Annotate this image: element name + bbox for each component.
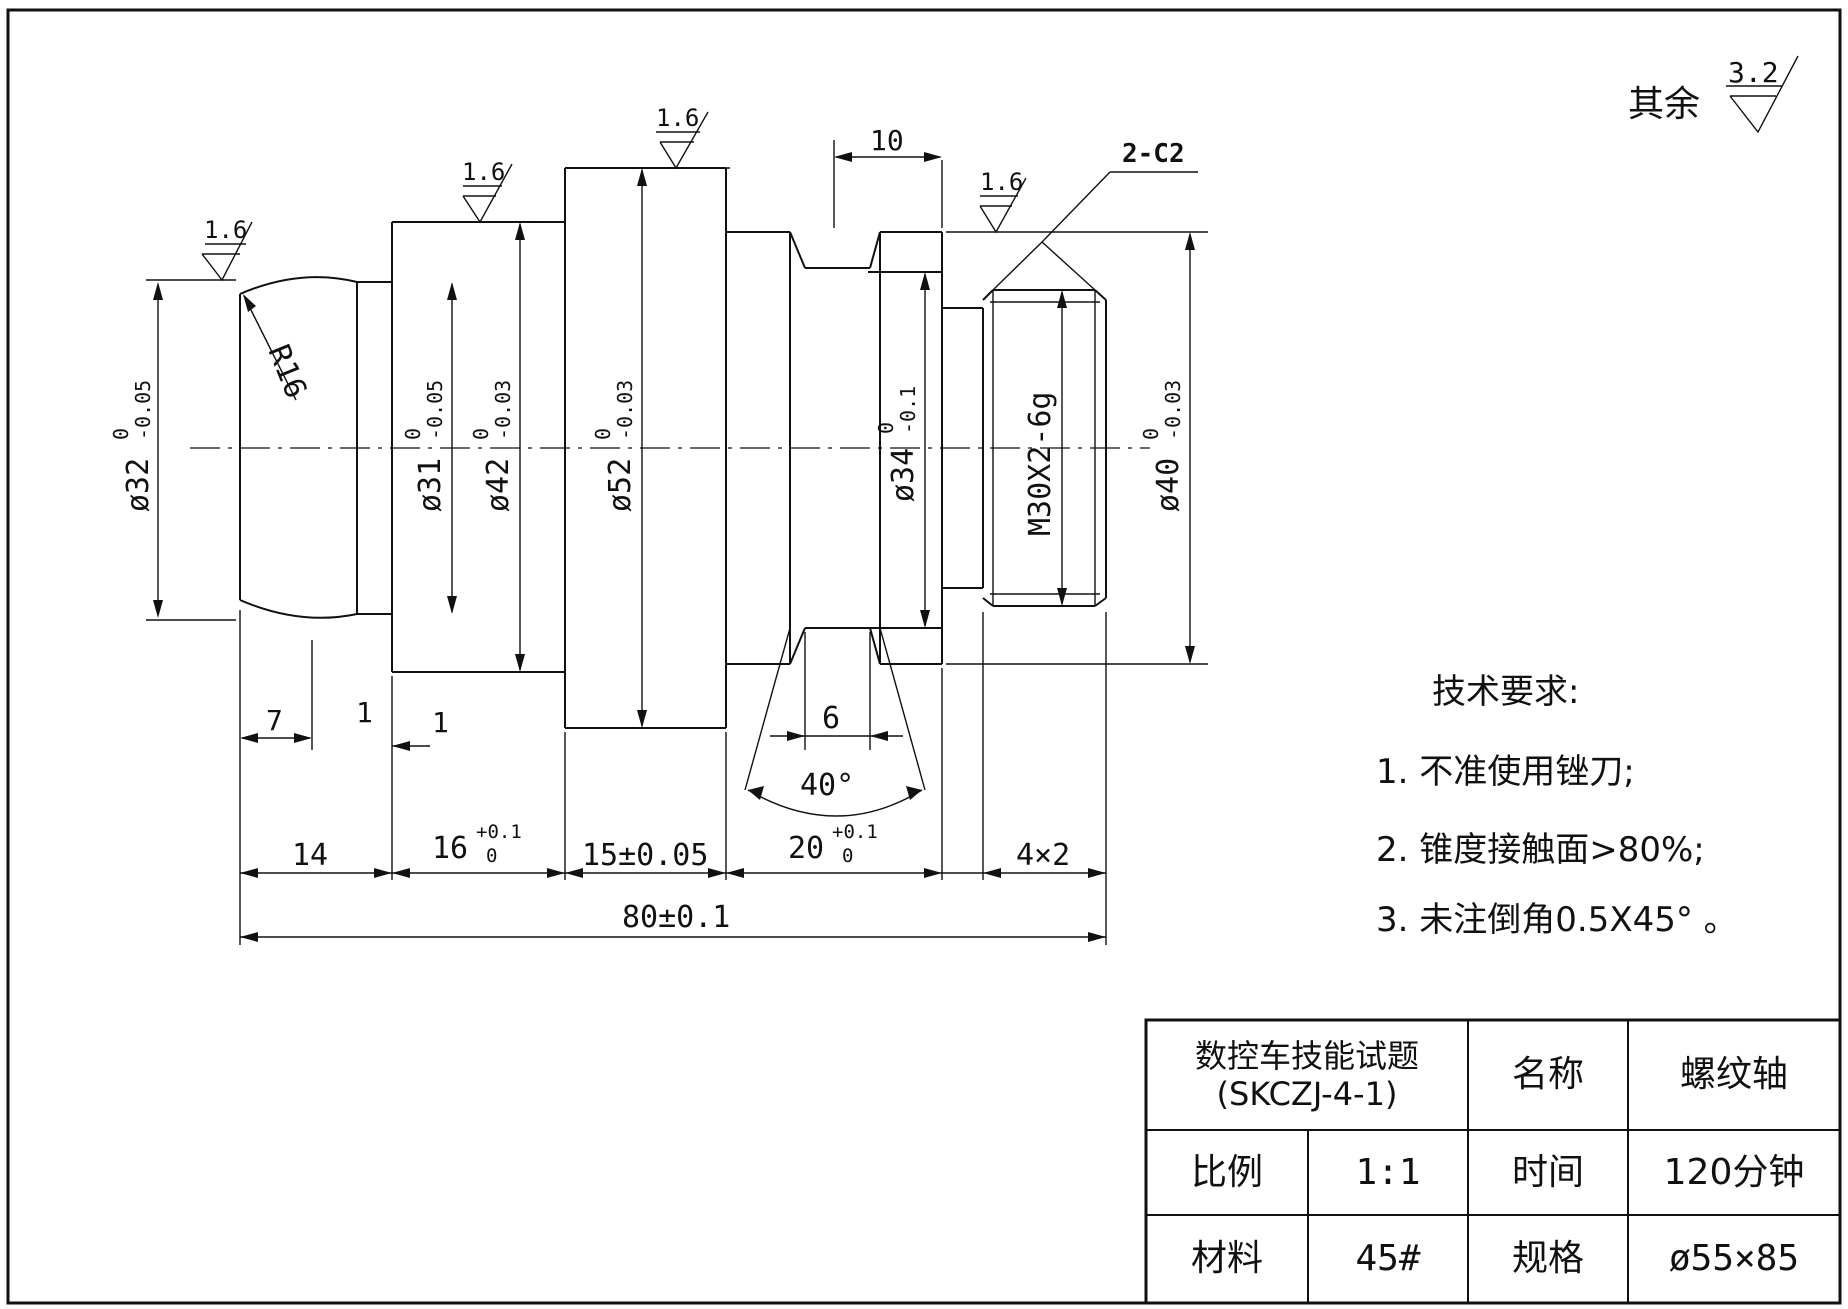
material-label: 材料 (1190, 1238, 1263, 1280)
name-value: 螺纹轴 (1679, 1054, 1788, 1096)
dim-len-6: 6 (822, 701, 840, 736)
dim-len-20-low: 0 (842, 845, 853, 867)
dim-d40-tol-up: 0 (1139, 428, 1163, 440)
tech-requirements-title: 技术要求: (1432, 672, 1580, 712)
roughness-symbol-other (1726, 55, 1799, 134)
scale-label: 比例 (1190, 1151, 1263, 1193)
chamfer-label: 2-C2 (1122, 139, 1185, 169)
dim-d32-tol-low: -0.05 (131, 380, 155, 440)
dimension-lines (153, 152, 1198, 942)
dim-d31-tol-up: 0 (401, 428, 425, 440)
dim-d31: ø31 (413, 458, 448, 512)
dim-len-4x2: 4×2 (1016, 838, 1070, 873)
dim-d52: ø52 (603, 458, 638, 512)
dim-len-16-low: 0 (486, 845, 497, 867)
dim-r16: R16 (261, 340, 314, 403)
dim-d31-tol-low: -0.05 (423, 380, 447, 440)
dim-d42: ø42 (481, 458, 516, 512)
dim-len-80: 80±0.1 (622, 900, 730, 935)
spec-label: 规格 (1511, 1238, 1584, 1280)
time-value: 120分钟 (1663, 1151, 1805, 1193)
dim-len-1b: 1 (432, 706, 449, 739)
dim-thread: M30X2-6g (1023, 392, 1058, 537)
scale-value: 1:1 (1355, 1151, 1421, 1193)
roughness-symbol-2 (462, 163, 513, 224)
dim-d42-tol-up: 0 (469, 428, 493, 440)
dim-d32: ø32 (121, 458, 156, 512)
dim-d34: ø34 (886, 448, 921, 502)
roughness-symbol-1 (201, 221, 253, 282)
tech-requirement-3: 3. 未注倒角0.5X45° 。 (1376, 900, 1738, 940)
roughness-value-2: 1.6 (462, 158, 505, 186)
tech-requirement-1: 1. 不准使用锉刀; (1376, 752, 1635, 792)
roughness-symbol-4 (979, 177, 1027, 234)
dim-len-15: 15±0.05 (582, 838, 708, 873)
drawing-frame (6, 8, 1842, 1305)
time-label: 时间 (1511, 1151, 1584, 1193)
roughness-value-4: 1.6 (980, 168, 1023, 196)
dim-len-1a: 1 (356, 696, 373, 729)
name-label: 名称 (1511, 1054, 1584, 1096)
roughness-value-3: 1.6 (656, 104, 699, 132)
dim-d52-tol-up: 0 (591, 428, 615, 440)
dim-d40: ø40 (1151, 458, 1186, 512)
dim-d34-tol-up: 0 (874, 422, 898, 434)
title-line-2: (SKCZJ-4-1) (1216, 1075, 1398, 1113)
dim-d52-tol-low: -0.03 (613, 380, 637, 440)
dim-len-20: 20 (788, 831, 824, 866)
tech-requirement-2: 2. 锥度接触面>80%; (1376, 830, 1705, 870)
dim-angle-40: 40° (800, 768, 854, 803)
dim-d32-tol-up: 0 (109, 428, 133, 440)
material-value: 45# (1355, 1238, 1421, 1280)
dim-len-7: 7 (266, 704, 283, 737)
dim-len-16-up: +0.1 (476, 821, 522, 843)
dim-len-16: 16 (432, 831, 468, 866)
title-block-grid (1144, 1018, 1842, 1305)
title-block-title: 数控车技能试题 (SKCZJ-4-1) (1148, 1022, 1466, 1128)
dim-len-10: 10 (870, 124, 904, 157)
dim-d42-tol-low: -0.03 (491, 380, 515, 440)
roughness-value-1: 1.6 (204, 216, 247, 244)
other-roughness-value: 3.2 (1728, 56, 1779, 89)
shaft-outline (239, 167, 1107, 729)
extension-lines (146, 140, 1208, 945)
dim-d34-tol-low: -0.1 (896, 386, 920, 434)
dim-len-20-up: +0.1 (832, 821, 878, 843)
roughness-symbol-3 (656, 111, 709, 170)
dim-len-14: 14 (292, 838, 328, 873)
spec-value: ø55×85 (1668, 1238, 1800, 1280)
other-roughness-label: 其余 (1628, 84, 1700, 125)
title-line-1: 数控车技能试题 (1194, 1036, 1419, 1075)
dim-d40-tol-low: -0.03 (1161, 380, 1185, 440)
